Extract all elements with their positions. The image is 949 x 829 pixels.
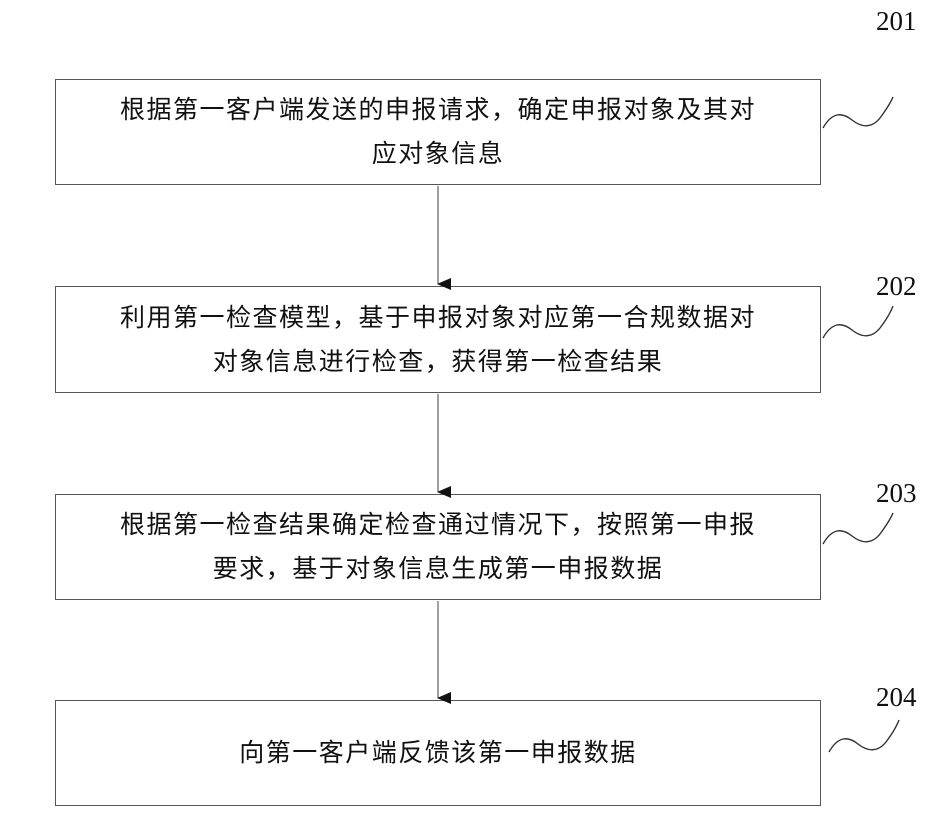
leader-line-204	[829, 720, 899, 752]
leader-line-202	[823, 306, 893, 338]
leader-line-201	[823, 97, 893, 128]
leader-line-203	[823, 513, 893, 544]
